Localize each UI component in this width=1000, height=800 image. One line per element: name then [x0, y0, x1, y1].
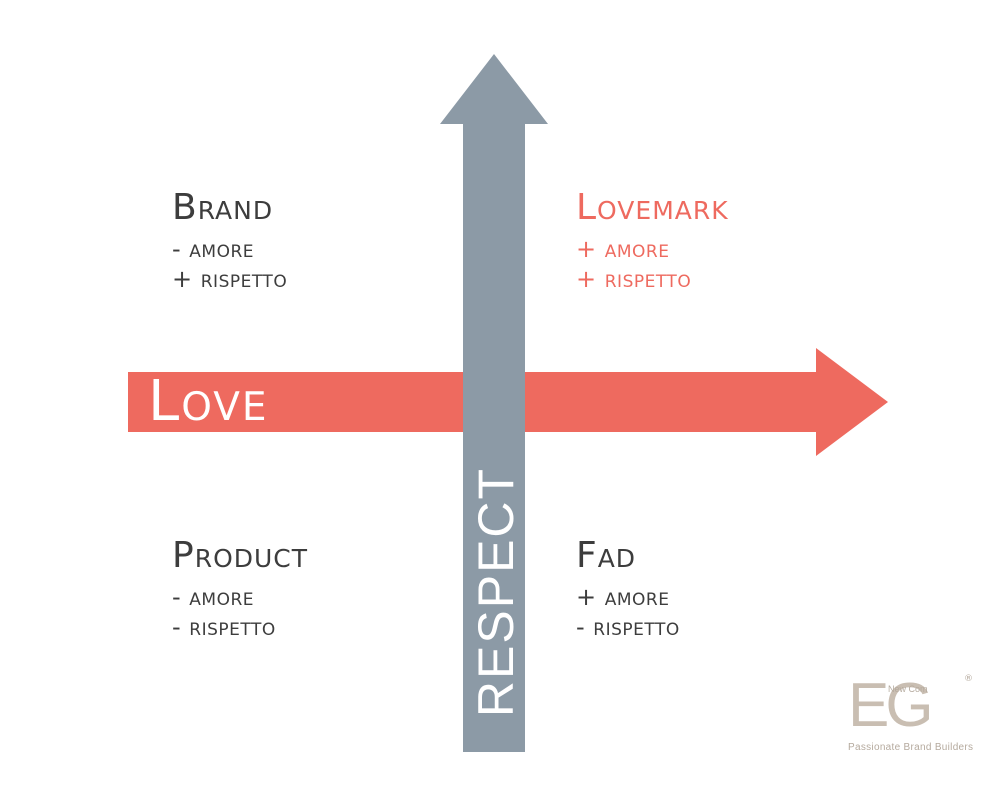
- quadrant-title: Fad: [576, 535, 637, 576]
- quadrant-brand: Brand - amore + rispetto: [172, 188, 287, 294]
- quadrant-title: Brand: [172, 187, 274, 228]
- respect-arrow: [440, 54, 548, 752]
- love-value: + amore: [576, 583, 670, 611]
- quadrant-product: Product - amore - rispetto: [172, 536, 308, 642]
- love-value: + amore: [576, 235, 670, 263]
- respect-value: + rispetto: [172, 265, 288, 293]
- respect-axis-label: RESPECT: [468, 466, 524, 718]
- respect-value: - rispetto: [172, 613, 276, 641]
- quadrant-fad: Fad + amore - rispetto: [576, 536, 680, 642]
- logo-subtitle: New Com: [888, 684, 928, 694]
- logo-mark: EG: [848, 671, 934, 740]
- ego-logo: EG New Com ® Passionate Brand Builders: [848, 672, 978, 762]
- registered-mark: ®: [964, 674, 973, 684]
- quadrant-title: Product: [172, 535, 309, 576]
- logo-tagline: Passionate Brand Builders: [848, 742, 974, 753]
- love-value: - amore: [172, 235, 255, 263]
- love-value: - amore: [172, 583, 255, 611]
- respect-value: - rispetto: [576, 613, 680, 641]
- respect-value: + rispetto: [576, 265, 692, 293]
- love-axis-label: Love: [148, 369, 269, 434]
- quadrant-title: Lovemark: [576, 187, 729, 228]
- quadrant-lovemark: Lovemark + amore + rispetto: [576, 188, 729, 294]
